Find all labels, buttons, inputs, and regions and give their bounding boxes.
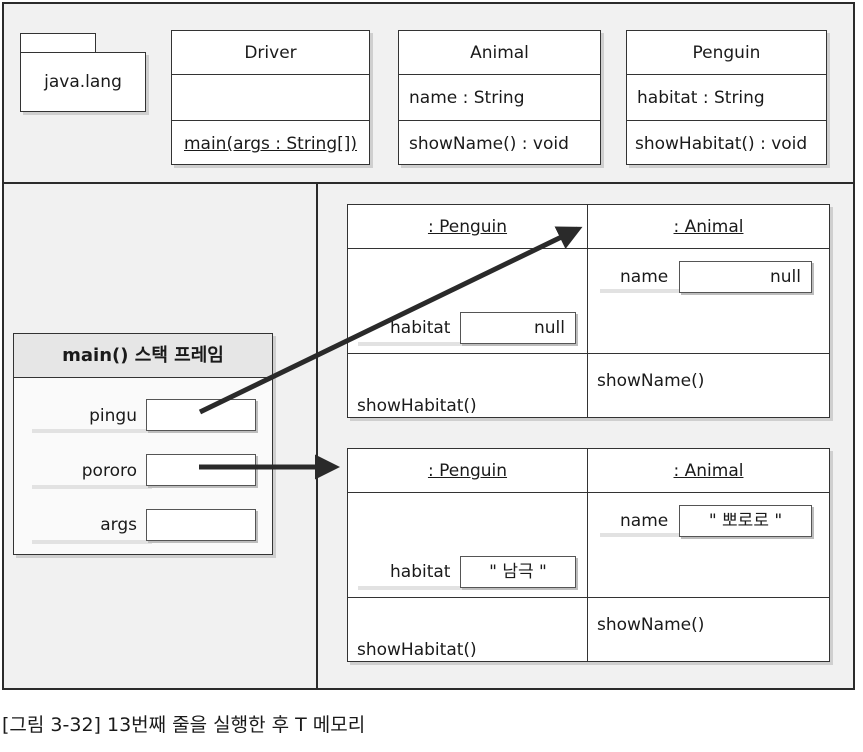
- static-area-divider: [2, 182, 855, 184]
- field-value-name: null: [679, 261, 812, 293]
- field-value-name: " 뽀로로 ": [679, 505, 812, 537]
- field-label: habitat: [390, 318, 451, 338]
- field-value-habitat: null: [460, 312, 576, 344]
- variable-label: pororo: [81, 461, 137, 481]
- field-label: name: [620, 267, 669, 287]
- heap-object-1: : Penguin : Animal name null habitat nul…: [347, 204, 830, 418]
- class-name: Penguin: [692, 43, 761, 63]
- stack-frame-title: main() 스택 프레임: [62, 345, 224, 366]
- method-label: showName(): [597, 371, 705, 391]
- figure-caption: [그림 3-32] 13번째 줄을 실행한 후 T 메모리: [2, 714, 366, 736]
- variable-label: args: [100, 515, 137, 535]
- class-animal: Animal name : String showName() : void: [398, 30, 601, 165]
- variable-slot-args: [146, 509, 256, 541]
- class-attribute: name : String: [409, 88, 525, 108]
- heap-object-2: : Penguin : Animal name " 뽀로로 " habitat …: [347, 448, 830, 662]
- class-operation: main(args : String[]): [183, 134, 358, 154]
- package-label: java.lang: [44, 72, 122, 92]
- arrow-pingu-to-object-1: [198, 226, 583, 415]
- class-attribute: habitat : String: [637, 88, 765, 108]
- field-label: name: [620, 511, 669, 531]
- class-operation: showName() : void: [409, 134, 569, 154]
- method-label: showName(): [597, 615, 705, 635]
- method-label: showHabitat(): [357, 396, 477, 416]
- stack-heap-divider: [316, 182, 318, 690]
- field-value-habitat: " 남극 ": [460, 556, 576, 588]
- field-label: habitat: [390, 562, 451, 582]
- class-name: Animal: [470, 43, 529, 63]
- object-penguin-header: : Penguin: [427, 461, 508, 481]
- stack-frame-header: main() 스택 프레임: [14, 334, 272, 378]
- class-driver: Driver main(args : String[]): [171, 30, 370, 165]
- variable-label: pingu: [89, 406, 137, 426]
- class-name: Driver: [244, 43, 297, 63]
- variable-slot-pororo: [146, 454, 256, 486]
- package-java-lang: java.lang: [20, 52, 146, 112]
- variable-slot-pingu: [146, 399, 256, 431]
- object-penguin-header: : Penguin: [427, 217, 508, 237]
- class-penguin: Penguin habitat : String showHabitat() :…: [626, 30, 827, 165]
- object-animal-header: : Animal: [673, 461, 744, 481]
- stack-frame-main: main() 스택 프레임 pingu pororo args: [13, 333, 273, 555]
- object-animal-header: : Animal: [673, 217, 744, 237]
- method-label: showHabitat(): [357, 640, 477, 660]
- class-operation: showHabitat() : void: [635, 134, 808, 154]
